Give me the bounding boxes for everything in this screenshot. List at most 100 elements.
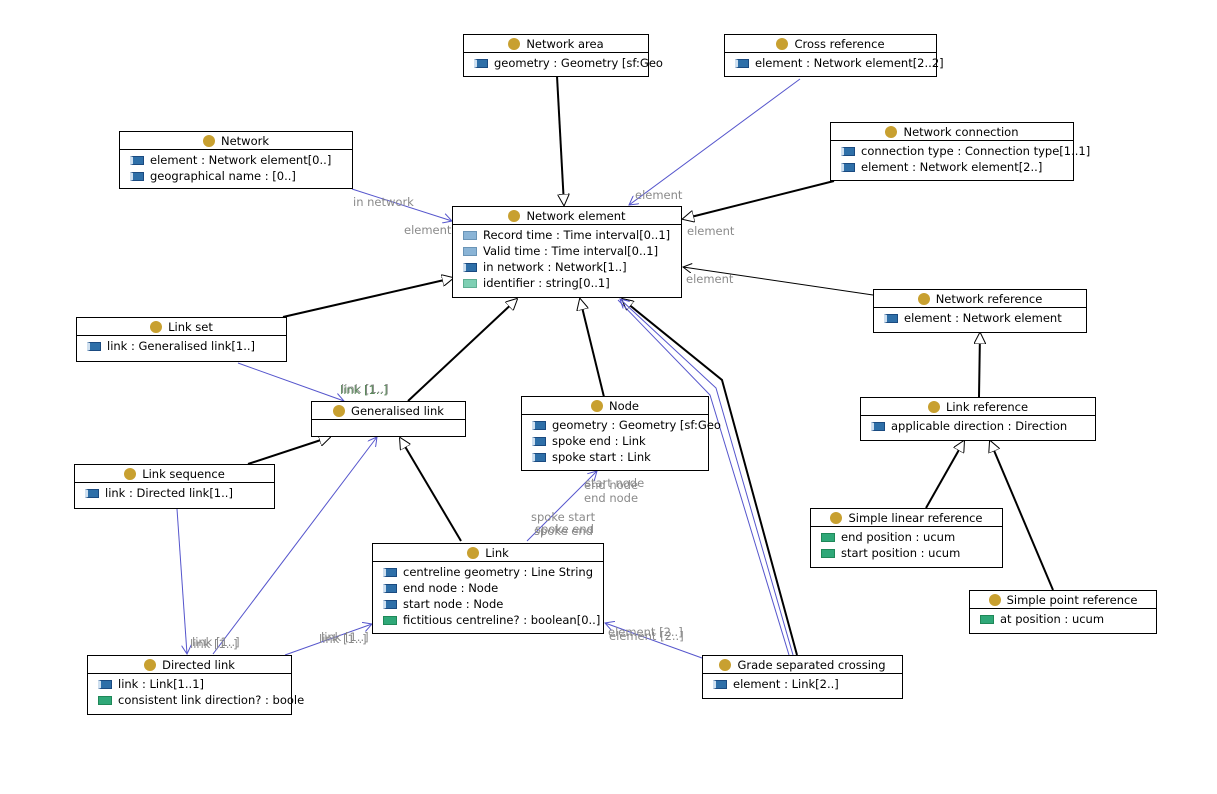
edge-label: link [1..] [321,630,369,644]
attribute[interactable]: geographical name : [0..] [120,168,352,184]
class-name: Simple point reference [1006,593,1138,607]
generalization-edge [407,299,517,402]
attribute-icon [463,279,477,288]
attribute[interactable]: element : Link[2..] [703,676,902,692]
class-link[interactable]: Link centreline geometry : Line String e… [372,543,604,634]
attribute[interactable]: end node : Node [373,580,603,596]
attribute[interactable]: spoke end : Link [522,433,708,449]
generalization-edge [683,180,835,219]
attribute[interactable]: end position : ucum [811,529,1002,545]
edge-label: link [1..] [192,635,240,649]
attribute[interactable]: applicable direction : Direction [861,418,1095,434]
edge-label: element [686,272,734,286]
attribute[interactable]: element : Network element [874,310,1086,326]
attribute[interactable]: element : Network element[0..] [120,152,352,168]
edge-label: element [2..] [608,625,683,639]
class-header: Link set [77,319,286,336]
attribute-icon [532,421,546,430]
attribute-icon [130,172,144,181]
edge-label: in network [353,195,414,209]
class-icon [124,468,137,480]
attribute[interactable]: geometry : Geometry [sf:Geo [522,417,721,433]
edge-label: element [404,223,452,237]
attribute-icon [821,533,835,542]
class-name: Node [608,399,639,413]
association-edge [629,78,801,205]
attribute-icon [474,59,488,68]
class-network-reference[interactable]: Network reference element : Network elem… [873,289,1087,333]
attribute-icon [130,156,144,165]
association-edge [212,437,377,655]
class-network-area[interactable]: Network area geometry : Geometry [sf:Geo [463,34,663,77]
attribute[interactable]: element : Network element[2..2] [725,55,944,71]
attribute[interactable]: start position : ucum [811,545,1002,561]
class-icon [202,135,215,147]
class-icon [467,547,480,559]
generalization-edge [400,438,462,542]
class-simple-point-reference[interactable]: Simple point reference at position : ucu… [969,590,1157,634]
class-directed-link[interactable]: Directed link link : Link[1..1] consiste… [87,655,304,715]
class-header: Network [120,133,352,150]
edge-label: element [687,224,735,238]
class-cross-reference[interactable]: Cross reference element : Network elemen… [724,34,944,77]
attribute[interactable]: geometry : Geometry [sf:Geo [464,55,663,71]
association-edge [620,299,794,656]
edge-label: element [2..] [609,629,684,643]
class-grade-separated-crossing[interactable]: Grade separated crossing element : Link[… [702,655,903,699]
class-name: Network reference [935,292,1043,306]
class-header: Generalised link [312,403,465,420]
class-link-sequence[interactable]: Link sequence link : Directed link[1..] [74,464,275,509]
class-header: Directed link [88,657,291,674]
generalization-edge [979,333,980,398]
attribute-icon [713,680,727,689]
class-name: Cross reference [794,37,885,51]
class-header: Cross reference [725,36,936,53]
class-name: Simple linear reference [848,511,983,525]
attribute[interactable]: spoke start : Link [522,449,708,465]
class-icon [144,659,157,671]
class-icon [719,659,732,671]
attribute[interactable]: identifier : string[0..1] [453,275,681,291]
class-name: Network element [526,209,626,223]
class-name: Directed link [162,658,235,672]
association-edge [683,267,874,296]
class-icon [988,594,1001,606]
class-header: Network connection [831,124,1073,141]
attribute-icon [884,314,898,323]
attribute[interactable]: start node : Node [373,596,603,612]
class-icon [333,405,346,417]
attribute[interactable]: Record time : Time interval[0..1] [453,227,681,243]
attribute[interactable]: link : Link[1..1] [88,676,291,692]
class-simple-linear-reference[interactable]: Simple linear reference end position : u… [810,508,1003,568]
class-header: Network area [464,36,648,53]
attribute-icon [980,615,994,624]
attribute[interactable]: consistent link direction? : boole [88,692,304,708]
attribute[interactable]: link : Generalised link[1..] [77,338,286,354]
class-link-reference[interactable]: Link reference applicable direction : Di… [860,397,1096,441]
class-generalised-link[interactable]: Generalised link [311,401,466,437]
attribute[interactable]: fictitious centreline? : boolean[0..] [373,612,603,628]
attribute[interactable]: Valid time : Time interval[0..1] [453,243,681,259]
edge-label: link [1..] [319,632,367,646]
class-name: Grade separated crossing [737,658,886,672]
edge-label: end node [584,478,638,492]
attribute-icon [87,342,101,351]
class-network[interactable]: Network element : Network element[0..] g… [119,131,353,189]
attribute[interactable]: element : Network element[2..] [831,159,1073,175]
attribute-icon [871,422,885,431]
generalization-edge [580,299,605,398]
class-network-connection[interactable]: Network connection connection type : Con… [830,122,1090,181]
attribute[interactable]: in network : Network[1..] [453,259,681,275]
attribute[interactable]: link : Directed link[1..] [75,485,274,501]
attribute[interactable]: centreline geometry : Line String [373,564,603,580]
association-edge [526,471,597,542]
attribute-icon [821,549,835,558]
attribute[interactable]: at position : ucum [970,611,1156,627]
class-name: Link sequence [142,467,225,481]
attribute[interactable]: connection type : Connection type[1..1] [831,143,1090,159]
class-icon [508,38,521,50]
class-link-set[interactable]: Link set link : Generalised link[1..] [76,317,287,362]
attribute-icon [532,453,546,462]
class-node[interactable]: Node geometry : Geometry [sf:Geo spoke e… [521,396,721,471]
class-network-element[interactable]: Network element Record time : Time inter… [452,206,682,298]
